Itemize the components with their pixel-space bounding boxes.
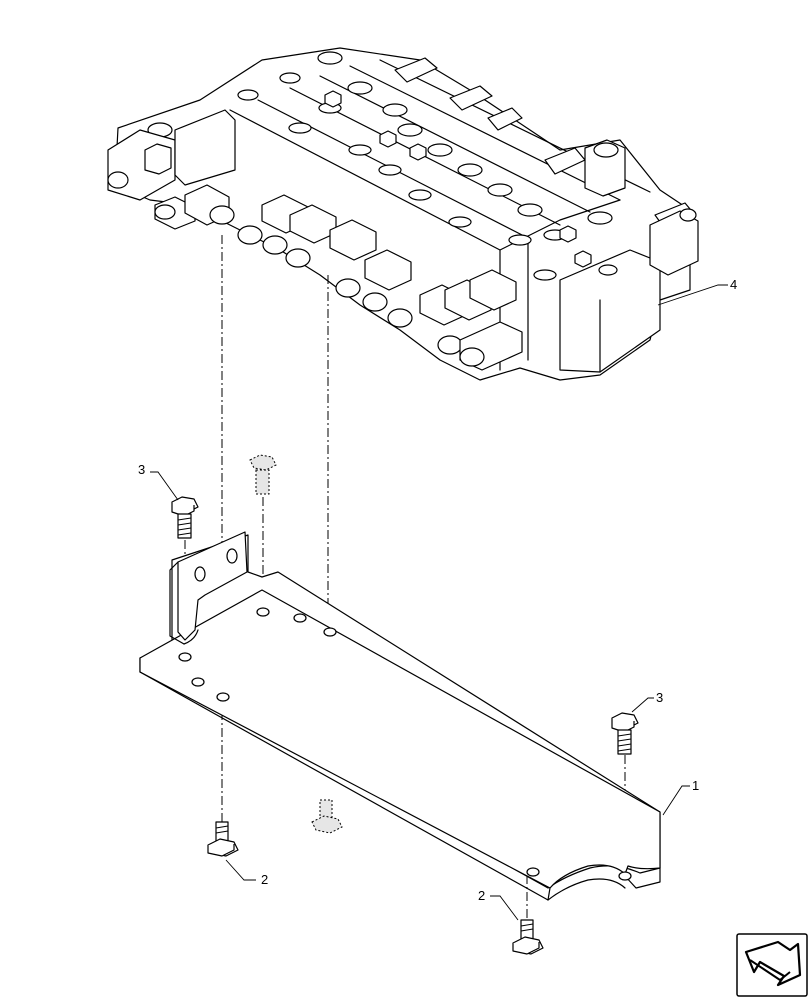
next-page-arrow-icon[interactable] xyxy=(736,933,808,997)
leader-1 xyxy=(662,785,690,816)
bolt-3-right xyxy=(611,712,639,755)
bolt-3-left xyxy=(171,496,199,539)
control-valve-assembly xyxy=(107,47,699,381)
leader-3a xyxy=(150,471,179,501)
solenoid-left xyxy=(107,109,236,201)
callout-2a: 2 xyxy=(261,872,268,887)
mounting-plate xyxy=(139,531,661,901)
bolt-2-left xyxy=(207,821,239,857)
callout-2b: 2 xyxy=(478,888,485,903)
callout-3a: 3 xyxy=(138,462,145,477)
leader-2a xyxy=(225,859,256,881)
valve-ports xyxy=(147,51,618,281)
bolt-2-right xyxy=(512,919,544,955)
leader-3b xyxy=(631,697,654,713)
callout-4: 4 xyxy=(730,277,737,292)
solenoid-right xyxy=(649,208,699,276)
callout-3b: 3 xyxy=(656,690,663,705)
callout-1: 1 xyxy=(692,778,699,793)
side-port-fittings xyxy=(154,184,523,371)
leader-2b xyxy=(490,895,519,921)
bolt-hidden-bottom xyxy=(311,799,343,834)
leader-4 xyxy=(657,284,728,306)
bolt-hidden-top xyxy=(249,454,277,495)
